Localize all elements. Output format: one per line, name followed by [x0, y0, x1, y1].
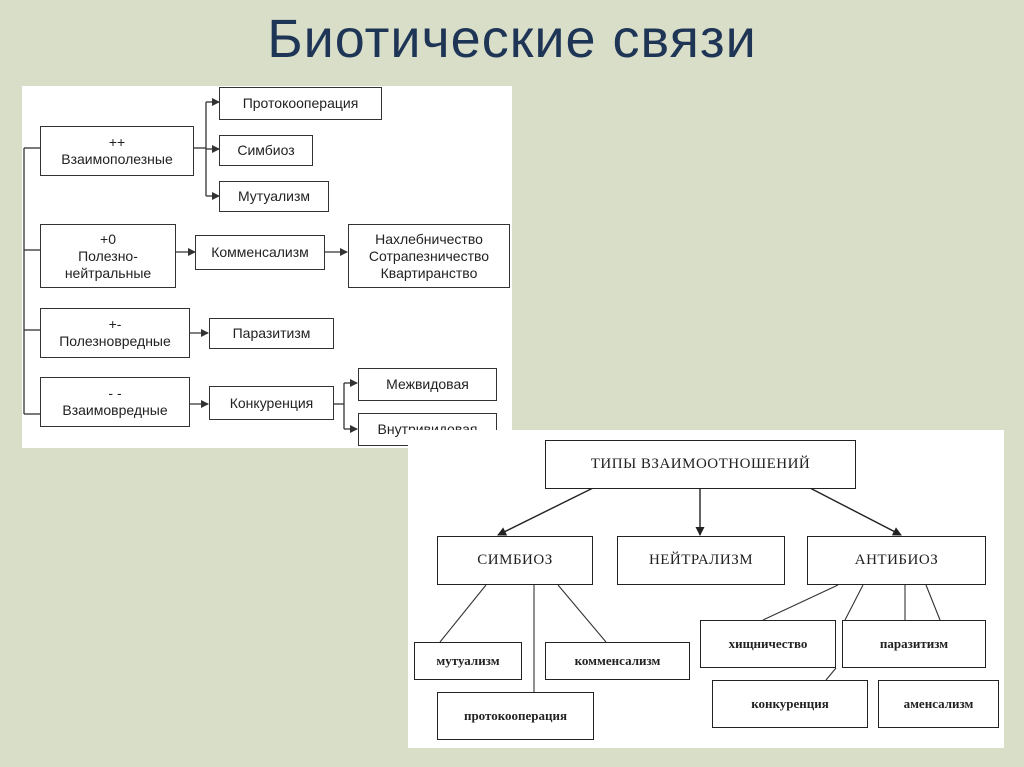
group-sign: +-	[108, 316, 122, 332]
diagram2-connectors	[439, 487, 941, 692]
box-symbiosis-type: СИМБИОЗ	[437, 536, 593, 585]
box-commensalism-types: Нахлебничество Сотрапезничество Квартира…	[348, 224, 510, 288]
biotic-links-diagram: ++ Взаимополезные Протокооперация Симбио…	[22, 86, 512, 448]
group-name: Взаимовредные	[62, 402, 168, 418]
box-symbiosis: Симбиоз	[219, 135, 313, 166]
group-name-line-2: нейтральные	[64, 264, 152, 281]
type-commensal-feeding: Сотрапезничество	[368, 247, 490, 264]
box-relationship-types: ТИПЫ ВЗАИМООТНОШЕНИЙ	[545, 440, 856, 489]
slide-title: Биотические связи	[267, 9, 757, 69]
box-parasitism-leaf: паразитизм	[842, 620, 986, 668]
group-sign: +0	[100, 230, 116, 247]
relationship-types-diagram: ТИПЫ ВЗАИМООТНОШЕНИЙ СИМБИОЗ НЕЙТРАЛИЗМ …	[408, 430, 1004, 748]
type-inquilinism: Квартиранство	[380, 264, 478, 281]
box-commensalism-leaf: комменсализм	[545, 642, 690, 680]
box-commensalism: Комменсализм	[195, 235, 325, 270]
box-predation-leaf: хищничество	[700, 620, 836, 668]
box-mutualism: Мутуализм	[219, 181, 329, 212]
box-protocooperation-leaf: протокооперация	[437, 692, 594, 740]
group-name: Взаимополезные	[61, 151, 173, 167]
group-mutually-beneficial: ++ Взаимополезные	[40, 126, 194, 176]
diagram1-connectors	[23, 98, 358, 433]
group-beneficial-harmful: +- Полезновредные	[40, 308, 190, 358]
group-sign: ++	[108, 134, 126, 150]
group-beneficial-neutral: +0 Полезно- нейтральные	[40, 224, 176, 288]
box-interspecific: Межвидовая	[358, 368, 497, 401]
box-protocooperation: Протокооперация	[219, 87, 382, 120]
box-antibiosis-type: АНТИБИОЗ	[807, 536, 986, 585]
group-name-line-1: Полезно-	[78, 247, 138, 264]
box-mutualism-leaf: мутуализм	[414, 642, 522, 680]
group-mutually-harmful: - - Взаимовредные	[40, 377, 190, 427]
box-amensalism-leaf: аменсализм	[878, 680, 999, 728]
box-neutralism-type: НЕЙТРАЛИЗМ	[617, 536, 785, 585]
box-competition-leaf: конкуренция	[712, 680, 868, 728]
group-sign: - -	[108, 385, 122, 401]
box-competition: Конкуренция	[209, 386, 334, 420]
type-freeloading: Нахлебничество	[375, 230, 483, 247]
group-name: Полезновредные	[59, 333, 171, 349]
box-parasitism: Паразитизм	[209, 318, 334, 349]
